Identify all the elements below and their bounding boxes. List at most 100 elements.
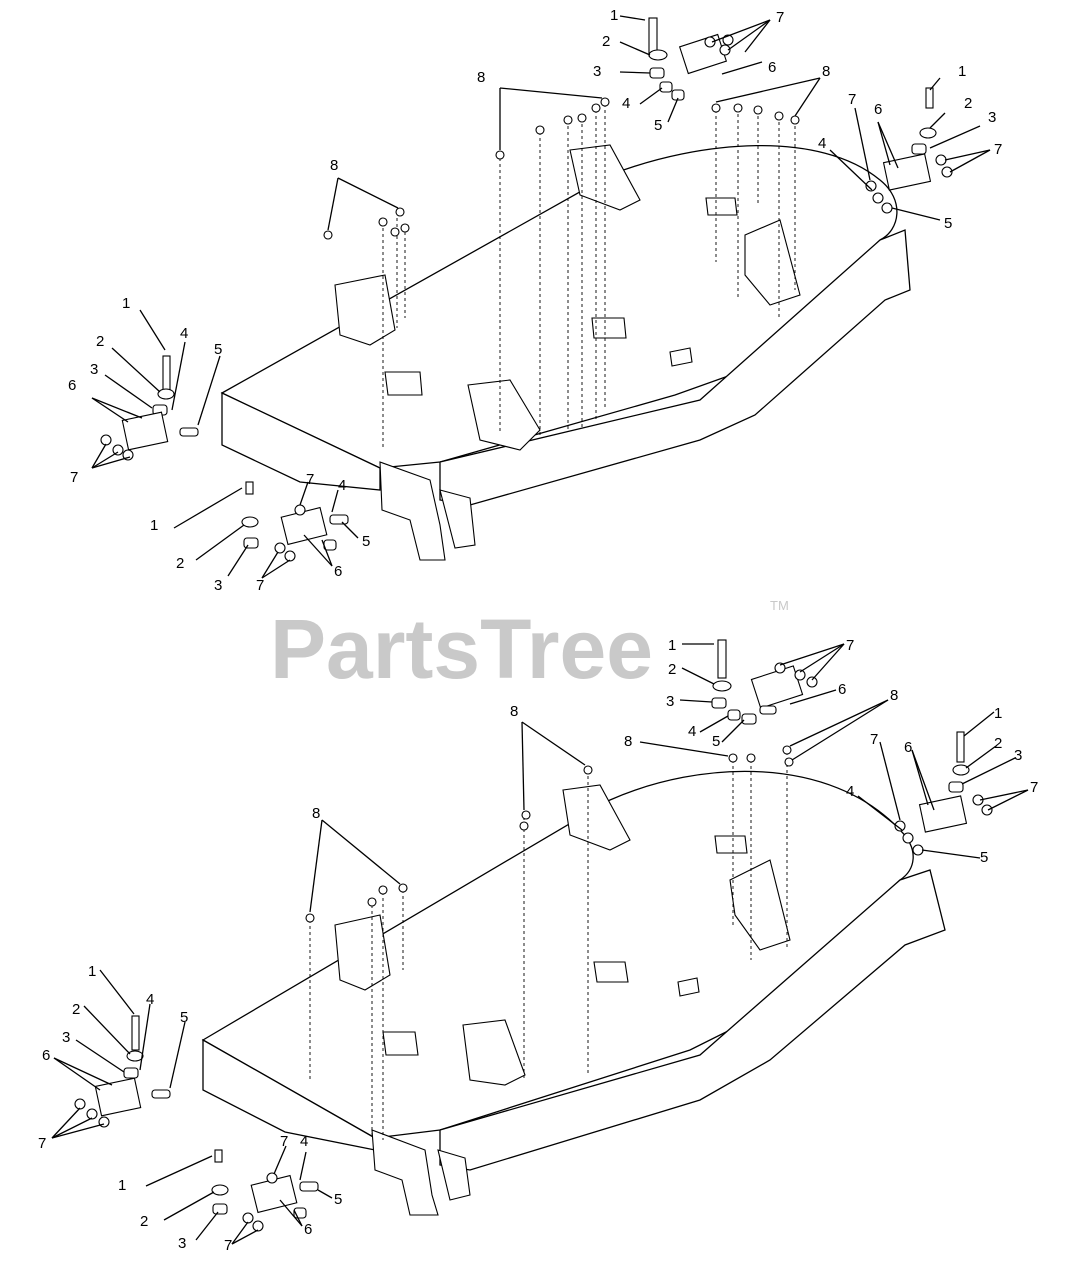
callout-5: 5	[980, 849, 988, 866]
callout-5: 5	[214, 341, 222, 358]
spindle-opening-1	[384, 371, 423, 396]
callout-8: 8	[624, 733, 632, 750]
callout-1: 1	[610, 7, 618, 24]
deck-top	[220, 144, 898, 469]
deck-bracket-left	[334, 914, 391, 991]
callout-1: 1	[668, 637, 676, 654]
callout-6: 6	[838, 681, 846, 698]
deck-top	[201, 770, 914, 1139]
hardware-front-left	[173, 481, 359, 579]
callout-3: 3	[666, 693, 674, 710]
hardware-left	[51, 969, 186, 1139]
deck-bracket-center	[467, 379, 541, 451]
callout-5: 5	[944, 215, 952, 232]
front-bracket	[371, 1129, 439, 1216]
callout-8: 8	[312, 805, 320, 822]
callout-6: 6	[768, 59, 776, 76]
callouts-lower: 1 2 3 4 5 6 7 8 8 8 8 1 2 3 4 5 6 7 7 1 …	[38, 637, 1038, 1254]
callout-4: 4	[622, 95, 630, 112]
callout-7: 7	[280, 1133, 288, 1150]
hardware-rear-top	[679, 639, 845, 743]
callout-2: 2	[140, 1213, 148, 1230]
callout-4: 4	[146, 991, 154, 1008]
watermark-trademark: TM	[770, 598, 789, 613]
callout-1: 1	[958, 63, 966, 80]
callout-6: 6	[904, 739, 912, 756]
callout-5: 5	[180, 1009, 188, 1026]
spindle-opening-2	[591, 317, 627, 339]
deck-bracket-rear	[562, 784, 631, 851]
callout-4: 4	[180, 325, 188, 342]
front-bracket-2	[439, 489, 476, 549]
callout-4: 4	[818, 135, 826, 152]
callout-8: 8	[822, 63, 830, 80]
deck-front-skirt	[202, 1038, 376, 1151]
callout-7: 7	[224, 1237, 232, 1254]
callout-1: 1	[122, 295, 130, 312]
spindle-opening-1	[382, 1031, 419, 1056]
callout-7: 7	[306, 471, 314, 488]
callout-3: 3	[90, 361, 98, 378]
callout-1: 1	[118, 1177, 126, 1194]
hardware-front-left	[145, 1145, 333, 1245]
callout-8: 8	[510, 703, 518, 720]
callout-2: 2	[72, 1001, 80, 1018]
spindle-opening-3	[714, 835, 748, 854]
callout-2: 2	[668, 661, 676, 678]
callout-5: 5	[712, 733, 720, 750]
deck-bracket-right	[729, 859, 791, 951]
callout-8: 8	[890, 687, 898, 704]
spindle-opening-4	[669, 347, 693, 367]
callout-5: 5	[334, 1191, 342, 1208]
fastener-lines	[309, 752, 788, 1140]
callout-7: 7	[848, 91, 856, 108]
spindle-opening-2	[593, 961, 629, 983]
callout-1: 1	[150, 517, 158, 534]
hardware-right	[857, 711, 1029, 859]
callout-7: 7	[38, 1135, 46, 1152]
hardware-rear-top	[619, 15, 771, 123]
callout-2: 2	[994, 735, 1002, 752]
callout-6: 6	[42, 1047, 50, 1064]
callouts-upper: 1 2 3 4 5 6 7 8 8 8 1 2 3 4 5 6 7 7 1 2 …	[68, 7, 1002, 594]
hardware-left	[91, 309, 221, 469]
callout-7: 7	[256, 577, 264, 594]
callout-7: 7	[1030, 779, 1038, 796]
callout-7: 7	[776, 9, 784, 26]
callout-2: 2	[176, 555, 184, 572]
callout-1: 1	[994, 705, 1002, 722]
callout-7: 7	[70, 469, 78, 486]
callout-8-leaders	[309, 699, 889, 913]
callout-8-leaders	[327, 77, 821, 231]
hardware-right	[829, 77, 991, 221]
locknuts	[305, 745, 794, 923]
callout-6: 6	[874, 101, 882, 118]
callout-4: 4	[688, 723, 696, 740]
callout-3: 3	[178, 1235, 186, 1252]
front-bracket	[379, 461, 446, 561]
deck-bracket-right	[744, 219, 801, 306]
callout-3: 3	[214, 577, 222, 594]
callout-5: 5	[654, 117, 662, 134]
callout-6: 6	[304, 1221, 312, 1238]
upper-deck-assembly: 1 2 3 4 5 6 7 8 8 8 1 2 3 4 5 6 7 7 1 2 …	[68, 7, 1002, 594]
callout-5: 5	[362, 533, 370, 550]
callout-2: 2	[964, 95, 972, 112]
watermark-brand: PartsTree	[270, 602, 653, 696]
callout-8: 8	[477, 69, 485, 86]
callout-4: 4	[846, 783, 854, 800]
deck-front-skirt	[221, 391, 381, 491]
callout-2: 2	[602, 33, 610, 50]
front-bracket-2	[437, 1149, 471, 1201]
callout-4: 4	[338, 477, 346, 494]
callout-7: 7	[994, 141, 1002, 158]
locknuts	[323, 97, 800, 240]
spindle-opening-3	[705, 197, 738, 216]
callout-6: 6	[68, 377, 76, 394]
callout-2: 2	[96, 333, 104, 350]
deck-bracket-left	[334, 274, 396, 346]
watermark: PartsTree TM	[270, 598, 789, 696]
spindle-opening-4	[677, 977, 700, 997]
callout-7: 7	[870, 731, 878, 748]
